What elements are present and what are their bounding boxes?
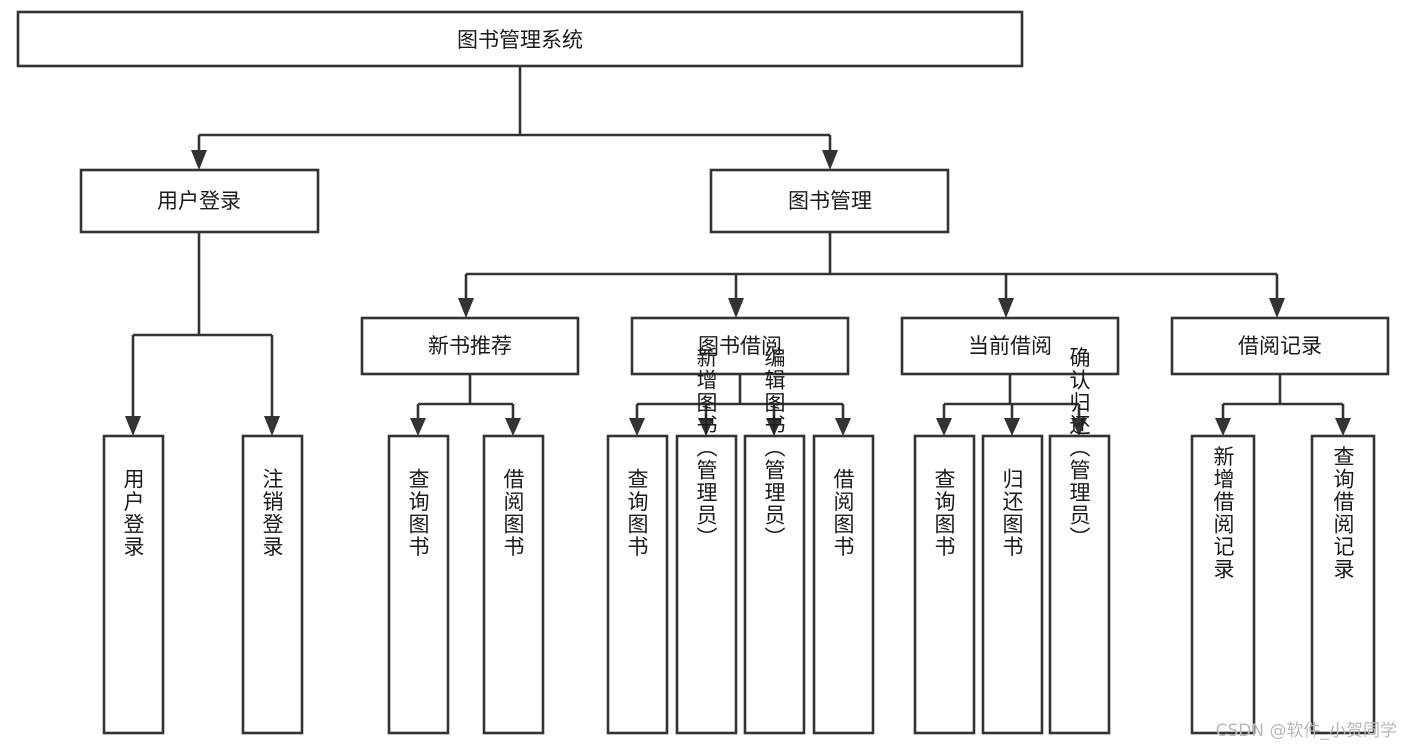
- arrow-bookmgmt-to-records: [1269, 298, 1285, 318]
- arrow-bookmgmt-to-borrow: [728, 298, 744, 318]
- arrow-current-to-leaf-3: [1071, 418, 1087, 436]
- leaf-query-book-borrow-box[interactable]: [606, 434, 669, 735]
- leaf-borrow-book-borrow-label: 借阅图书: [831, 468, 855, 558]
- node-borrow-records-box[interactable]: [1170, 316, 1390, 376]
- node-borrow-records[interactable]: 借阅记录: [1170, 316, 1390, 376]
- leaf-return-book[interactable]: 归还图书: [981, 434, 1044, 735]
- leaf-borrow-book-newbook-label: 借阅图书: [501, 468, 525, 558]
- arrow-current-to-leaf-2: [1004, 418, 1020, 436]
- leaf-user-login[interactable]: 用户登录: [102, 434, 165, 735]
- node-book-borrow[interactable]: 图书借阅: [630, 316, 850, 376]
- leaf-query-book-current-label: 查询图书: [932, 468, 956, 558]
- connector-layer: [125, 66, 1351, 436]
- arrow-records-to-leaf-2: [1335, 418, 1351, 436]
- arrow-root-to-user-login: [191, 150, 207, 170]
- leaf-add-borrow-record[interactable]: 新增借阅记录: [1190, 434, 1256, 735]
- leaf-logout[interactable]: 注销登录: [241, 434, 304, 735]
- arrow-root-to-book-mgmt: [822, 150, 838, 170]
- leaf-query-book-newbook[interactable]: 查询图书: [387, 434, 450, 735]
- leaf-query-book-newbook-label: 查询图书: [406, 468, 430, 558]
- node-book-borrow-box[interactable]: [630, 316, 850, 376]
- node-book-borrow-label: 图书借阅: [698, 334, 782, 358]
- leaf-add-book-admin-label: 新增图书（管理员）: [694, 347, 718, 550]
- node-user-login[interactable]: 用户登录: [79, 168, 320, 234]
- arrow-userlogin-to-leaf-2: [264, 416, 280, 436]
- node-new-book-recommend[interactable]: 新书推荐: [360, 316, 580, 376]
- leaf-query-book-newbook-box[interactable]: [387, 434, 450, 735]
- leaf-borrow-book-borrow-box[interactable]: [812, 434, 875, 735]
- node-current-borrow[interactable]: 当前借阅: [900, 316, 1120, 376]
- leaf-return-book-box[interactable]: [981, 434, 1044, 735]
- node-book-management-label: 图书管理: [788, 189, 872, 213]
- leaf-query-book-current-box[interactable]: [913, 434, 976, 735]
- arrow-borrow-to-leaf-2: [698, 418, 714, 436]
- leaf-borrow-book-newbook[interactable]: 借阅图书: [482, 434, 545, 735]
- node-book-management-box[interactable]: [709, 168, 950, 234]
- node-root-label: 图书管理系统: [457, 28, 583, 52]
- node-root-box[interactable]: [16, 10, 1024, 68]
- leaf-borrow-book-borrow[interactable]: 借阅图书: [812, 434, 875, 735]
- node-current-borrow-box[interactable]: [900, 316, 1120, 376]
- arrow-borrow-to-leaf-3: [766, 418, 782, 436]
- leaf-add-borrow-record-label: 新增借阅记录: [1211, 446, 1235, 581]
- leaf-add-book-admin[interactable]: 新增图书（管理员）: [675, 347, 738, 735]
- arrow-borrow-to-leaf-1: [629, 418, 645, 436]
- leaf-query-book-borrow[interactable]: 查询图书: [606, 434, 669, 735]
- arrow-bookmgmt-to-newbook: [458, 298, 474, 318]
- leaf-add-borrow-record-box[interactable]: [1190, 434, 1256, 735]
- arrow-current-to-leaf-1: [936, 418, 952, 436]
- leaf-query-borrow-record[interactable]: 查询借阅记录: [1310, 434, 1376, 735]
- node-user-login-label: 用户登录: [157, 189, 241, 213]
- arrow-userlogin-to-leaf-1: [125, 416, 141, 436]
- leaf-return-book-label: 归还图书: [1000, 468, 1024, 558]
- node-current-borrow-label: 当前借阅: [968, 334, 1052, 358]
- leaf-query-book-current[interactable]: 查询图书: [913, 434, 976, 735]
- node-book-management[interactable]: 图书管理: [709, 168, 950, 234]
- leaf-edit-book-admin[interactable]: 编辑图书（管理员）: [743, 347, 806, 735]
- leaf-logout-label: 注销登录: [260, 468, 284, 558]
- leaf-user-login-box[interactable]: [102, 434, 165, 735]
- arrow-records-to-leaf-1: [1215, 418, 1231, 436]
- leaf-confirm-return-admin-box[interactable]: [1048, 434, 1111, 735]
- leaf-logout-box[interactable]: [241, 434, 304, 735]
- node-new-book-recommend-label: 新书推荐: [428, 334, 512, 358]
- arrow-newbook-to-leaf-2: [505, 418, 521, 436]
- leaf-edit-book-admin-box[interactable]: [743, 434, 806, 735]
- node-root[interactable]: 图书管理系统: [16, 10, 1024, 68]
- arrow-newbook-to-leaf-1: [410, 418, 426, 436]
- leaf-query-borrow-record-label: 查询借阅记录: [1331, 446, 1355, 581]
- leaf-borrow-book-newbook-box[interactable]: [482, 434, 545, 735]
- node-user-login-box[interactable]: [79, 168, 320, 234]
- leaf-query-borrow-record-box[interactable]: [1310, 434, 1376, 735]
- leaf-confirm-return-admin[interactable]: 确认归还（管理员）: [1048, 347, 1111, 735]
- leaf-query-book-borrow-label: 查询图书: [625, 468, 649, 558]
- node-borrow-records-label: 借阅记录: [1238, 334, 1322, 358]
- leaf-add-book-admin-box[interactable]: [675, 434, 738, 735]
- arrow-bookmgmt-to-current: [998, 298, 1014, 318]
- leaf-user-login-label: 用户登录: [121, 468, 145, 558]
- node-new-book-recommend-box[interactable]: [360, 316, 580, 376]
- arrow-borrow-to-leaf-4: [835, 418, 851, 436]
- leaf-confirm-return-admin-label: 确认归还（管理员）: [1067, 347, 1091, 550]
- leaf-edit-book-admin-label: 编辑图书（管理员）: [762, 347, 786, 550]
